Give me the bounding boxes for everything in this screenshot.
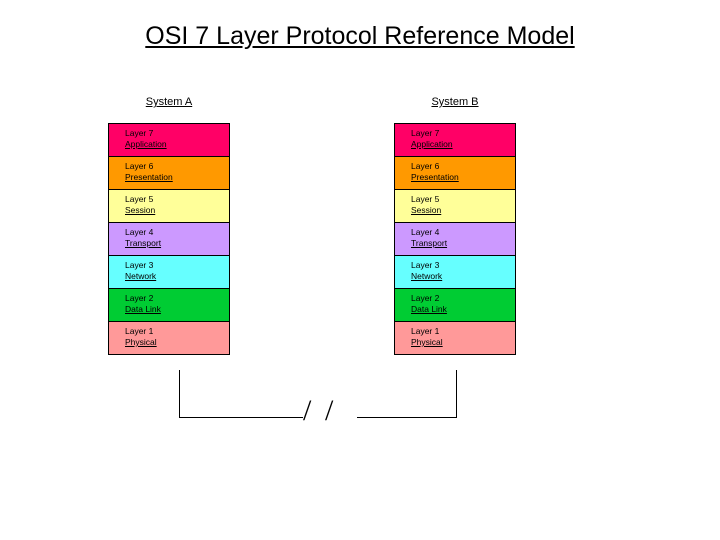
layer-box-4-system-a[interactable]: Layer 4 Transport — [108, 222, 230, 256]
layer-name: Session — [411, 205, 442, 215]
system-a-label: System A — [145, 96, 193, 108]
layer-name: Physical — [125, 337, 157, 347]
layer-box-2-system-b[interactable]: Layer 2 Data Link — [394, 288, 516, 322]
layer-name: Transport — [411, 238, 448, 248]
layer-box-2-system-a[interactable]: Layer 2 Data Link — [108, 288, 230, 322]
layer-number: Layer 2 — [125, 293, 154, 303]
layer-name: Network — [125, 271, 157, 281]
connector-line-system-b-vertical — [456, 370, 457, 418]
layer-name: Application — [125, 139, 167, 149]
layer-box-1-system-a[interactable]: Layer 1 Physical — [108, 321, 230, 355]
system-a-layer-stack: Layer 7 Application Layer 6 Presentation… — [108, 123, 230, 355]
layer-box-3-system-b[interactable]: Layer 3 Network — [394, 255, 516, 289]
layer-number: Layer 1 — [125, 326, 154, 336]
layer-box-4-system-b[interactable]: Layer 4 Transport — [394, 222, 516, 256]
layer-number: Layer 5 — [411, 194, 440, 204]
layer-name: Physical — [411, 337, 443, 347]
layer-box-5-system-b[interactable]: Layer 5 Session — [394, 189, 516, 223]
layer-name: Transport — [125, 238, 162, 248]
layer-box-1-system-b[interactable]: Layer 1 Physical — [394, 321, 516, 355]
layer-box-3-system-a[interactable]: Layer 3 Network — [108, 255, 230, 289]
system-b-layer-stack: Layer 7 Application Layer 6 Presentation… — [394, 123, 516, 355]
layer-number: Layer 2 — [411, 293, 440, 303]
link-break-slash-icon: / — [325, 394, 334, 427]
layer-box-5-system-a[interactable]: Layer 5 Session — [108, 189, 230, 223]
layer-box-6-system-b[interactable]: Layer 6 Presentation — [394, 156, 516, 190]
layer-name: Session — [125, 205, 156, 215]
layer-name: Data Link — [411, 304, 447, 314]
layer-number: Layer 7 — [411, 128, 440, 138]
layer-number: Layer 3 — [411, 260, 440, 270]
layer-number: Layer 6 — [411, 161, 440, 171]
layer-name: Network — [411, 271, 443, 281]
page-title: OSI 7 Layer Protocol Reference Model — [145, 22, 575, 50]
layer-box-7-system-a[interactable]: Layer 7 Application — [108, 123, 230, 157]
layer-number: Layer 4 — [411, 227, 440, 237]
layer-number: Layer 4 — [125, 227, 154, 237]
connector-line-system-a-vertical — [179, 370, 180, 418]
connector-line-system-b-horizontal — [357, 417, 457, 418]
link-break-slash-icon: / — [303, 394, 312, 427]
layer-box-7-system-b[interactable]: Layer 7 Application — [394, 123, 516, 157]
connector-line-system-a-horizontal — [179, 417, 303, 418]
layer-name: Data Link — [125, 304, 161, 314]
layer-number: Layer 3 — [125, 260, 154, 270]
layer-box-6-system-a[interactable]: Layer 6 Presentation — [108, 156, 230, 190]
layer-name: Application — [411, 139, 453, 149]
layer-number: Layer 6 — [125, 161, 154, 171]
layer-name: Presentation — [411, 172, 459, 182]
layer-number: Layer 5 — [125, 194, 154, 204]
layer-number: Layer 1 — [411, 326, 440, 336]
layer-number: Layer 7 — [125, 128, 154, 138]
system-b-label: System B — [431, 96, 479, 108]
layer-name: Presentation — [125, 172, 173, 182]
